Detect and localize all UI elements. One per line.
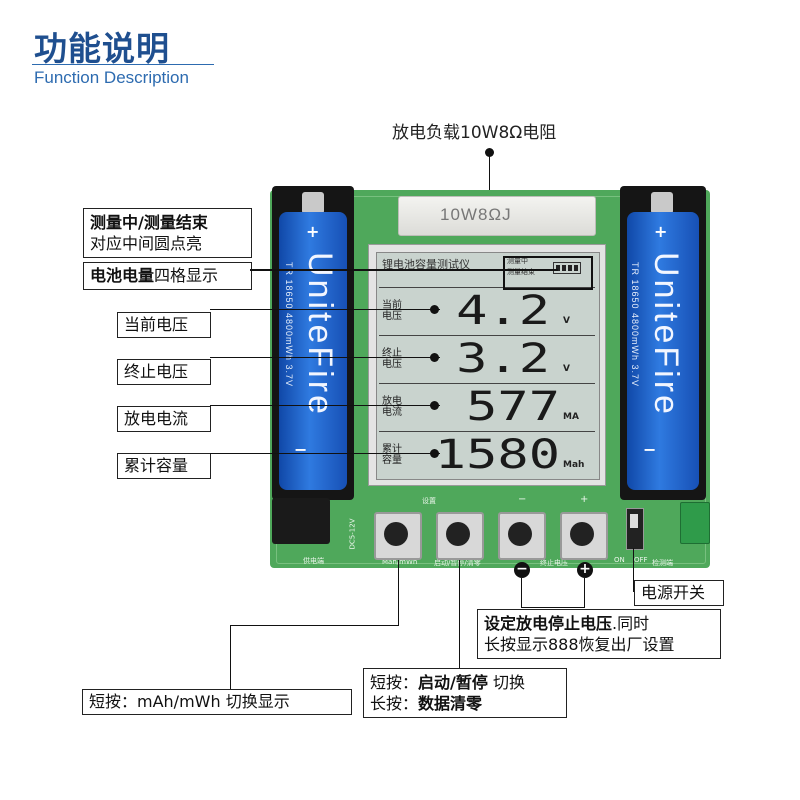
lcd-label-discharge-current: 放电电流 — [382, 396, 402, 418]
lcd-label-end-voltage: 终止电压 — [382, 348, 402, 370]
lcd-status-measuring: 测量中 — [507, 257, 528, 265]
pcb-minus-label: − — [518, 494, 527, 505]
pcb-power-spec: DC5-12V — [348, 518, 357, 550]
callout-measure-status: 测量中/测量结束对应中间圆点亮 — [83, 208, 252, 258]
pcb-switch-off: OFF — [634, 556, 648, 564]
lcd-value-total-capacity: 1580 — [434, 432, 560, 478]
lcd-unit-discharge-current: MA — [563, 412, 579, 422]
mah-mwh-button-knob — [384, 522, 408, 546]
callout-mah-toggle: 短按：mAh/mWh 切换显示 — [82, 689, 352, 715]
callout-dot — [430, 449, 439, 458]
right-battery-brand: UniteFire — [647, 252, 685, 417]
load-pointer-dot — [485, 148, 494, 157]
power-jack — [272, 498, 330, 544]
minus-button-knob — [508, 522, 532, 546]
start-pause-button-knob — [446, 522, 470, 546]
callout-line-plus — [584, 578, 585, 608]
pcb-btn2-label: 启动/暂停/清零 — [434, 559, 481, 567]
lcd-label-current-voltage: 当前电压 — [382, 300, 402, 322]
lcd-value-discharge-current: 577 — [466, 384, 560, 430]
lcd-divider — [379, 383, 595, 384]
left-battery-spec: TR 18650 4800mWh 3.7V — [284, 262, 294, 388]
callout-line-set-join — [521, 607, 585, 608]
lcd-value-current-voltage: 4.2 — [456, 288, 550, 334]
callout-line-mah-down — [230, 625, 231, 689]
callout-line-mah-horizontal — [230, 625, 399, 626]
lcd-unit-end-voltage: V — [563, 364, 570, 374]
left-battery — [279, 212, 347, 490]
right-battery — [627, 212, 699, 490]
pcb-power-in-label: 供电端 — [303, 557, 324, 565]
right-battery-minus: − — [643, 440, 657, 459]
pcb-switch-on: ON — [614, 556, 625, 564]
lcd-status-highlight — [503, 256, 593, 290]
page-title: 功能说明 — [34, 29, 170, 68]
lcd-unit-current-voltage: V — [563, 316, 570, 326]
lcd-divider — [379, 335, 595, 336]
callout-set-voltage: 设定放电停止电压.同时长按显示888恢复出厂设置 — [477, 609, 721, 659]
right-battery-spec: TR 18650 4800mWh 3.7V — [630, 262, 640, 388]
left-battery-plus: + — [306, 222, 320, 241]
terminal-block — [680, 502, 710, 544]
left-battery-minus: − — [294, 440, 308, 459]
lcd-divider — [379, 287, 595, 288]
callout-line-battery — [250, 269, 558, 271]
pcb-plus-label: + — [580, 494, 589, 505]
lcd-header: 锂电池容量测试仪 — [382, 258, 470, 271]
callout-line-end-voltage — [210, 357, 440, 358]
lcd-screen — [376, 252, 600, 480]
callout-dot — [430, 401, 439, 410]
callout-dot — [430, 353, 439, 362]
callout-battery-level: 电池电量四格显示 — [83, 262, 252, 290]
plus-button-knob — [570, 522, 594, 546]
battery-bar — [556, 265, 560, 271]
callout-start-clear: 短按：启动/暂停 切换长按：数据清零 — [363, 668, 567, 718]
load-resistor-label: 放电负载10W8Ω电阻 — [392, 123, 557, 143]
pcb-setting-label: 设置 — [422, 497, 436, 505]
load-resistor — [398, 196, 596, 236]
page-subtitle: Function Description — [34, 68, 189, 87]
left-battery-cap — [302, 192, 324, 214]
right-battery-cap — [651, 192, 673, 214]
pcb-detect-label: 检测端 — [652, 559, 673, 567]
callout-line-mah-vertical — [398, 560, 399, 626]
callout-discharge-current: 放电电流 — [117, 406, 211, 432]
battery-bar — [574, 265, 578, 271]
callout-total-capacity: 累计容量 — [117, 453, 211, 479]
load-pointer-line — [489, 156, 490, 200]
callout-line-total-capacity — [210, 453, 440, 454]
resistor-marking: 10W8ΩJ — [440, 205, 512, 224]
right-battery-plus: + — [654, 222, 668, 241]
callout-line-discharge-current — [210, 405, 440, 406]
title-underline — [32, 64, 214, 65]
lcd-value-end-voltage: 3.2 — [456, 336, 550, 382]
callout-line-start — [459, 560, 460, 668]
callout-dot — [430, 305, 439, 314]
callout-line-minus — [521, 578, 522, 608]
battery-bar — [562, 265, 566, 271]
pcb-btn1-label: Mah/mWh — [382, 558, 418, 566]
callout-end-voltage: 终止电压 — [117, 359, 211, 385]
callout-power-switch: 电源开关 — [634, 580, 724, 606]
power-switch-lever — [630, 514, 638, 528]
lcd-label-total-capacity: 累计容量 — [382, 444, 402, 466]
callout-current-voltage: 当前电压 — [117, 312, 211, 338]
lcd-divider — [379, 431, 595, 432]
lcd-status-end: 测量结束 — [507, 268, 535, 276]
callout-line-power-switch — [633, 548, 634, 592]
plus-sign-icon: + — [577, 562, 593, 578]
callout-line-current-voltage — [210, 309, 440, 310]
lcd-unit-total-capacity: Mah — [563, 460, 585, 470]
lcd-battery-gauge — [553, 262, 581, 274]
minus-sign-icon: − — [514, 562, 530, 578]
pcb-btn4-label: 终止电压 — [540, 559, 568, 567]
left-battery-brand: UniteFire — [301, 252, 339, 417]
battery-bar — [568, 265, 572, 271]
